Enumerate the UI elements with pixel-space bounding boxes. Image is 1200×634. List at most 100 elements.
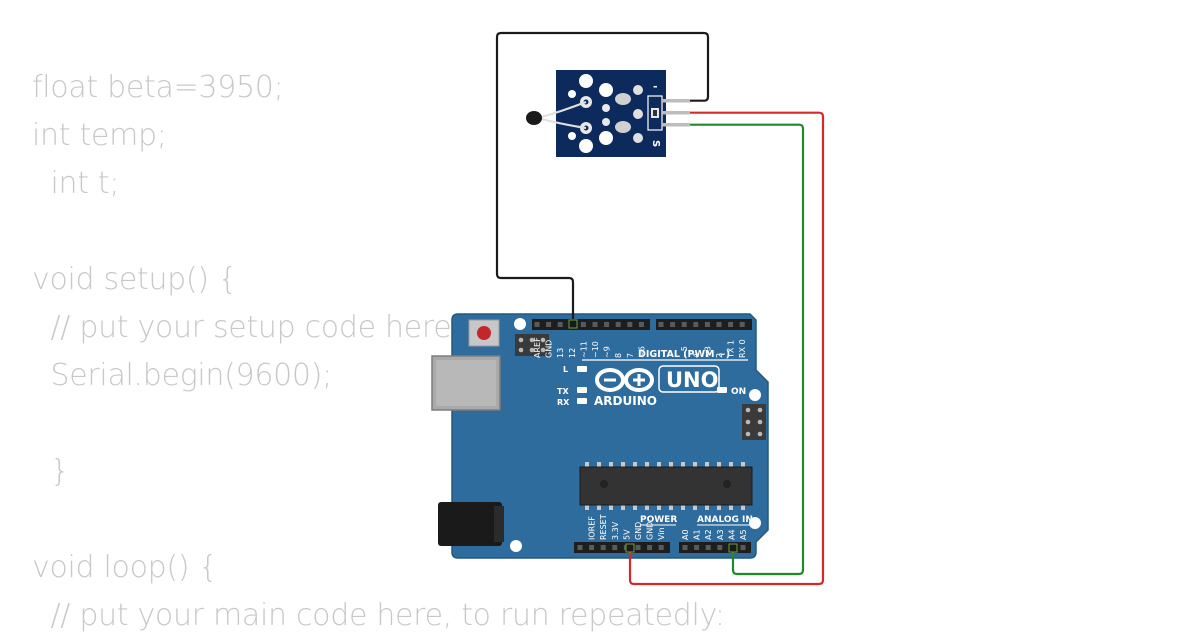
code-line: int t; (32, 166, 120, 201)
pin-label: ~11 (579, 341, 588, 358)
digital-pin[interactable] (627, 322, 633, 327)
analog-pin[interactable] (717, 545, 723, 550)
chip-leg (681, 462, 685, 468)
icsp-header-right (742, 404, 766, 440)
power-pin[interactable] (612, 545, 618, 550)
sensor-pin-gnd[interactable] (662, 99, 690, 103)
power-pin[interactable] (577, 545, 583, 550)
wire-gnd[interactable] (495, 31, 710, 324)
digital-pin[interactable] (728, 322, 734, 327)
sensor-mount-hole (579, 139, 593, 153)
pin-label: A1 (693, 529, 702, 540)
digital-pin[interactable] (704, 322, 710, 327)
pin-label: 5V (622, 529, 631, 540)
digital-pin[interactable] (716, 322, 722, 327)
analog-pin[interactable] (705, 545, 711, 550)
digital-pin[interactable] (638, 322, 644, 327)
analog-header[interactable] (679, 542, 751, 553)
mounting-hole (749, 517, 761, 529)
sensor-pad (599, 83, 613, 97)
digital-header[interactable] (532, 319, 752, 330)
sensor-pad (633, 109, 643, 119)
chip-leg (681, 504, 685, 510)
analog-pin[interactable] (694, 545, 700, 550)
digital-pin[interactable] (693, 322, 699, 327)
mounting-hole (749, 389, 761, 401)
sensor-pin-vcc[interactable] (662, 111, 690, 115)
wire-endpoint-5v[interactable] (625, 543, 635, 553)
digital-pin[interactable] (534, 322, 540, 327)
power-header[interactable] (574, 542, 670, 553)
wire-endpoint-a4[interactable] (728, 543, 738, 553)
digital-pin[interactable] (681, 322, 687, 327)
digital-pin[interactable] (604, 322, 610, 327)
chip-leg (633, 504, 637, 510)
power-pin[interactable] (589, 545, 595, 550)
code-line: // put your setup code here (32, 310, 452, 345)
sensor-component (615, 121, 631, 133)
pin-label: Vin (657, 527, 666, 540)
sensor-pad (602, 118, 610, 126)
digital-pin[interactable] (658, 322, 664, 327)
led-on-label: ON (731, 387, 746, 397)
digital-pin[interactable] (580, 322, 586, 327)
pin-label: ~5 (680, 346, 689, 358)
power-pin[interactable] (600, 545, 606, 550)
pin-label: ~10 (591, 341, 600, 358)
reset-button-cap[interactable] (477, 326, 491, 340)
digital-pin[interactable] (615, 322, 621, 327)
digital-pin[interactable] (670, 322, 676, 327)
chip-leg (717, 504, 721, 510)
analog-pin[interactable] (682, 545, 688, 550)
code-line: } (32, 454, 70, 489)
sensor-pin-minus-label: - (653, 80, 658, 93)
arduino-infinity-logo (595, 368, 654, 392)
code-line: void loop() { (32, 550, 218, 585)
digital-pin[interactable] (546, 322, 552, 327)
wire-endpoint-gnd[interactable] (568, 319, 578, 329)
sensor-pin-signal[interactable] (662, 123, 690, 127)
analog-header-label: ANALOG IN (697, 515, 753, 525)
power-pin[interactable] (635, 545, 641, 550)
code-line: Serial.begin(9600); (32, 358, 332, 393)
pin-label: ~9 (603, 346, 612, 358)
chip-leg (693, 462, 697, 468)
pin-label: 13 (556, 348, 565, 358)
chip-leg (645, 504, 649, 510)
pin-label: 2 (715, 353, 724, 358)
chip-leg (717, 462, 721, 468)
atmega-chip (579, 462, 753, 510)
digital-pin[interactable] (557, 322, 563, 327)
power-pin[interactable] (658, 545, 664, 550)
pin-label: A3 (716, 529, 725, 540)
pin-label: RESET (599, 514, 608, 540)
led-l (577, 366, 587, 372)
sensor-pad (633, 133, 643, 143)
usb-connector-inner (436, 360, 496, 406)
digital-pin[interactable] (739, 322, 745, 327)
chip-leg (705, 462, 709, 468)
sensor-pad (599, 131, 613, 145)
pin-label: 8 (614, 353, 623, 358)
icsp-header-top (515, 334, 549, 356)
code-line: // put your main code here, to run repea… (32, 598, 725, 633)
mounting-hole (514, 318, 526, 330)
code-line: void setup() { (32, 262, 237, 297)
wire-vcc[interactable] (628, 111, 825, 586)
thermistor-sensor-module[interactable]: - S (526, 70, 690, 157)
chip-leg (729, 504, 733, 510)
pin-label: AREF (533, 337, 542, 358)
wire-signal[interactable] (690, 123, 805, 576)
pin-label: 7 (626, 353, 635, 358)
chip-leg (597, 462, 601, 468)
digital-pin[interactable] (592, 322, 598, 327)
chip-leg (657, 462, 661, 468)
chip-leg (633, 462, 637, 468)
power-pin[interactable] (647, 545, 653, 550)
sensor-mount-hole (579, 74, 593, 88)
analog-pin[interactable] (740, 545, 746, 550)
digital-pwm-label: DIGITAL (PWM ~) (638, 349, 730, 360)
